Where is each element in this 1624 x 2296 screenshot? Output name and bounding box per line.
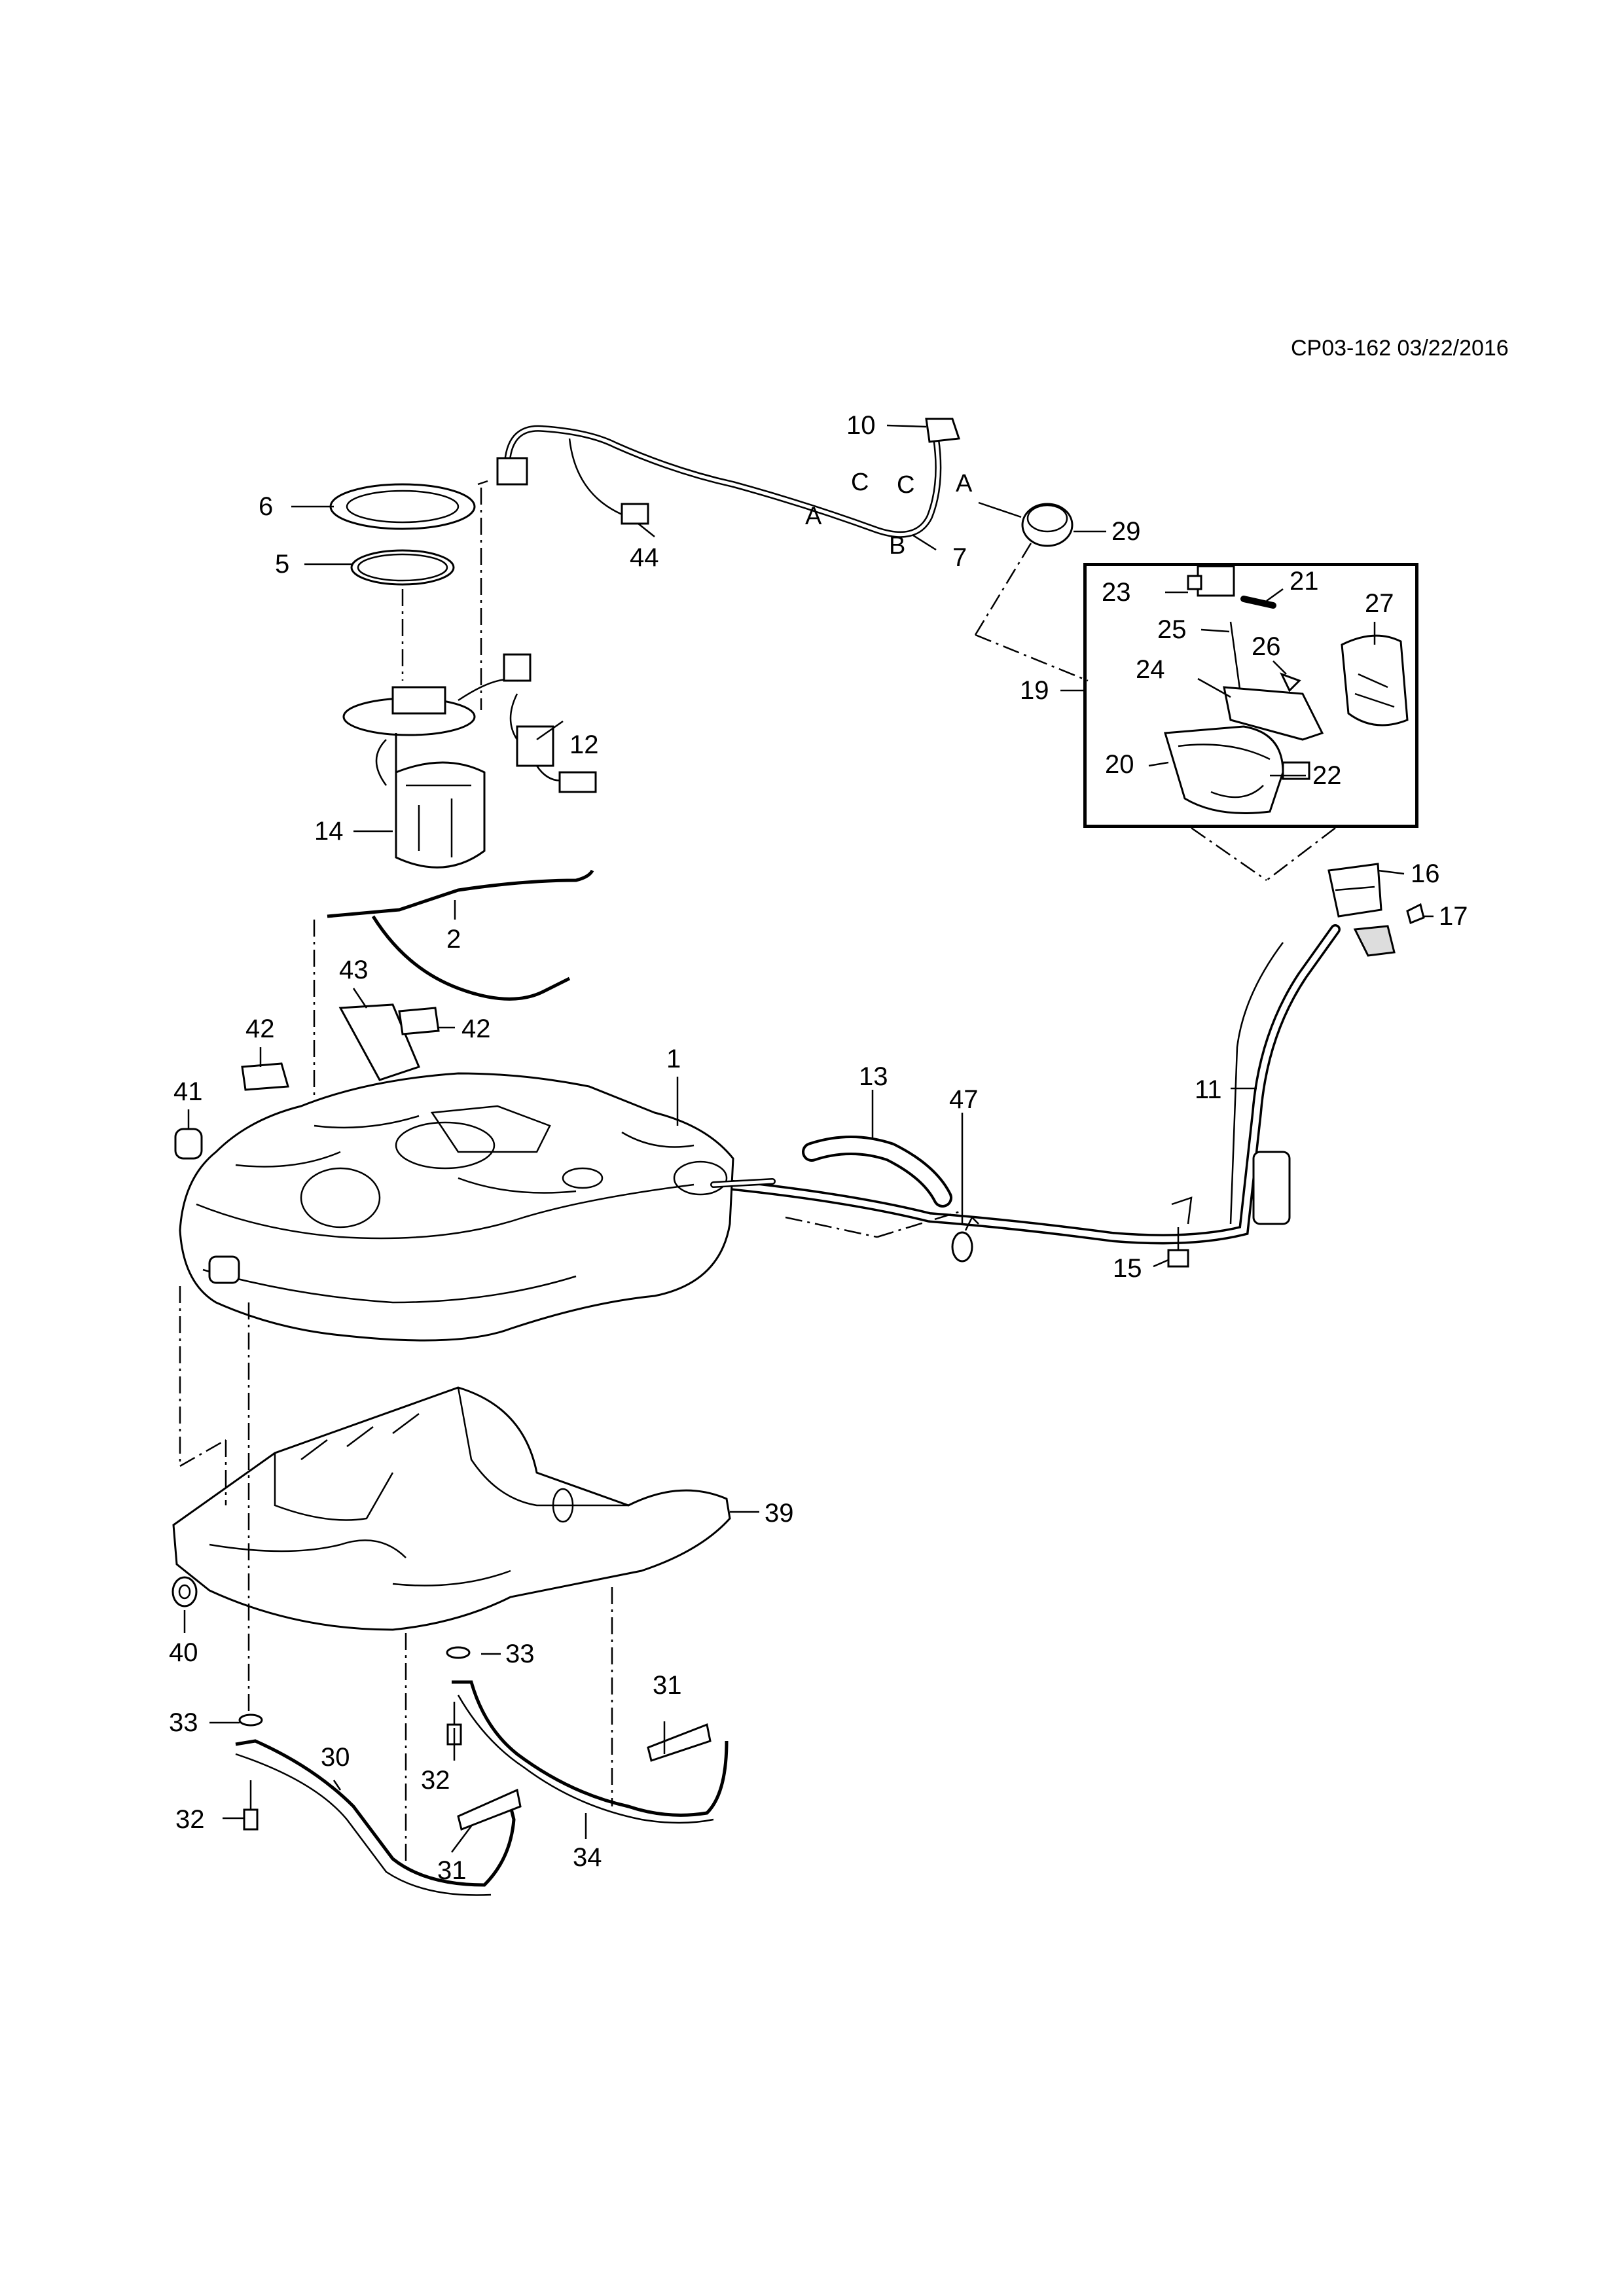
fuel-cap-part-29 bbox=[978, 501, 1074, 547]
filler-door-housing-part-20 bbox=[1164, 725, 1284, 814]
bolt-part-15 bbox=[1167, 1227, 1189, 1268]
callout-42b: 42 bbox=[461, 1014, 491, 1043]
callout-34: 34 bbox=[573, 1843, 602, 1872]
plug-part-41 bbox=[174, 1128, 203, 1160]
strap-pad-part-31b bbox=[647, 1723, 712, 1762]
hose-label-c1: C bbox=[851, 469, 869, 496]
callout-42a: 42 bbox=[245, 1014, 275, 1043]
lock-ring-part-6 bbox=[329, 483, 476, 530]
washer-part-33a bbox=[238, 1713, 263, 1727]
callout-23: 23 bbox=[1102, 578, 1131, 607]
vent-hose-part-7 bbox=[496, 425, 942, 538]
callout-31a: 31 bbox=[437, 1856, 467, 1885]
clip-part-42b bbox=[398, 1007, 440, 1035]
tank-shield-part-39 bbox=[172, 1386, 731, 1631]
callout-29: 29 bbox=[1111, 517, 1141, 546]
callout-1: 1 bbox=[666, 1045, 681, 1073]
callout-20: 20 bbox=[1105, 750, 1134, 779]
hose-clamp-part-47 bbox=[951, 1215, 979, 1263]
clip-part-42a bbox=[241, 1062, 289, 1091]
callout-24: 24 bbox=[1136, 655, 1165, 684]
fuel-tank-part-1 bbox=[179, 1072, 776, 1342]
bolt-part-17 bbox=[1353, 903, 1425, 957]
callout-39: 39 bbox=[765, 1499, 794, 1528]
inset-frame-part-19 bbox=[1083, 563, 1418, 828]
callout-6: 6 bbox=[259, 492, 274, 521]
hose-label-a2: A bbox=[956, 470, 973, 497]
callout-30: 30 bbox=[321, 1743, 350, 1772]
filler-neck-part-16 bbox=[1327, 863, 1382, 918]
strap-pad-part-31a bbox=[457, 1788, 522, 1831]
washer-part-33b bbox=[446, 1646, 471, 1659]
callout-13: 13 bbox=[859, 1062, 888, 1091]
callout-14: 14 bbox=[314, 817, 344, 846]
fuel-tank-strap-part-34 bbox=[452, 1680, 729, 1824]
actuator-part-23 bbox=[1187, 565, 1235, 597]
pin-part-26 bbox=[1280, 672, 1301, 692]
fuel-line-part-2 bbox=[327, 869, 594, 1001]
callout-31b: 31 bbox=[653, 1671, 682, 1700]
callout-43: 43 bbox=[339, 956, 369, 984]
callout-41: 41 bbox=[173, 1077, 203, 1106]
fuel-tank-strap-part-30 bbox=[235, 1739, 516, 1896]
callout-33b: 33 bbox=[505, 1640, 535, 1668]
fuel-pump-module-part-14 bbox=[342, 686, 486, 869]
callout-33a: 33 bbox=[169, 1708, 198, 1737]
callout-16: 16 bbox=[1411, 859, 1440, 888]
callout-7: 7 bbox=[952, 543, 967, 572]
hose-label-a1: A bbox=[805, 503, 822, 530]
hose-label-b: B bbox=[889, 532, 906, 560]
callout-11: 11 bbox=[1195, 1075, 1222, 1104]
callout-40: 40 bbox=[169, 1638, 198, 1667]
callout-47: 47 bbox=[949, 1085, 979, 1114]
callout-17: 17 bbox=[1439, 902, 1468, 931]
seal-ring-part-5 bbox=[350, 549, 455, 586]
callout-2: 2 bbox=[446, 925, 461, 954]
callout-19: 19 bbox=[1020, 676, 1049, 705]
callout-15: 15 bbox=[1113, 1254, 1142, 1283]
filler-pipe-part-11 bbox=[721, 924, 1341, 1245]
callout-21: 21 bbox=[1290, 567, 1319, 596]
callout-22: 22 bbox=[1312, 761, 1342, 790]
rod-part-21 bbox=[1240, 596, 1276, 609]
filler-hose-part-13 bbox=[802, 1136, 952, 1208]
filler-door-part-27 bbox=[1341, 634, 1409, 726]
callout-25: 25 bbox=[1157, 615, 1187, 644]
callout-10: 10 bbox=[846, 411, 876, 440]
grommet-part-40 bbox=[171, 1576, 198, 1607]
bracket-part-24 bbox=[1223, 686, 1324, 741]
callout-44: 44 bbox=[630, 543, 659, 572]
cable-part-25 bbox=[1229, 621, 1242, 694]
hose-label-c2: C bbox=[897, 471, 915, 499]
callout-26: 26 bbox=[1252, 632, 1281, 661]
callout-5: 5 bbox=[275, 550, 290, 579]
hose-connector-part-10 bbox=[925, 418, 961, 443]
leader-lines bbox=[183, 424, 1434, 1853]
heat-shield-part-43 bbox=[338, 1003, 421, 1081]
callout-27: 27 bbox=[1365, 589, 1394, 618]
callout-32a: 32 bbox=[175, 1805, 205, 1834]
bolt-part-32a bbox=[243, 1780, 259, 1831]
drawing-code: CP03-162 03/22/2016 bbox=[1291, 336, 1509, 361]
callout-32b: 32 bbox=[421, 1766, 450, 1795]
callout-12: 12 bbox=[569, 730, 599, 759]
